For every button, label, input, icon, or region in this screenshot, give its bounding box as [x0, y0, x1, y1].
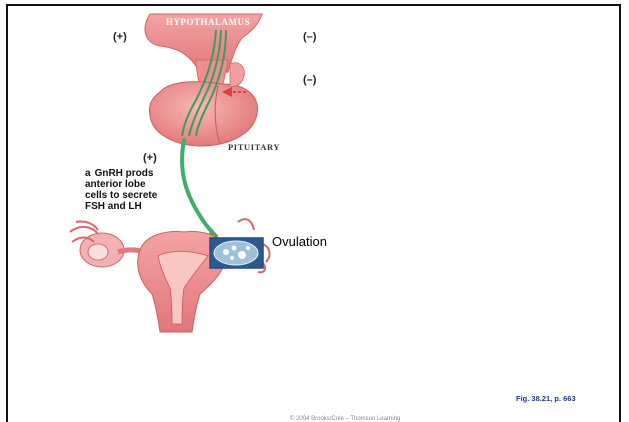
ovulation-label: Ovulation	[272, 234, 327, 249]
figure-reference: Fig. 38.21, p. 663	[516, 394, 576, 403]
caption-line-3: cells to secrete	[85, 190, 157, 201]
reproductive-organs	[70, 219, 269, 332]
right-ovary	[214, 241, 258, 265]
caption-line-1: GnRH prods	[95, 168, 154, 179]
copyright-text: © 2004 Brooks/Cole – Thomson Learning	[290, 416, 400, 422]
pituitary-label: PITUITARY	[228, 142, 280, 152]
stimulate-sign-top: (+)	[113, 31, 127, 43]
step-letter: a	[85, 168, 91, 179]
inhibit-sign-mid: (–)	[303, 74, 316, 86]
hypothalamus-label: HYPOTHALAMUS	[166, 17, 250, 27]
caption-line-2: anterior lobe	[85, 179, 146, 190]
inhibit-sign-top: (–)	[303, 31, 316, 43]
stimulate-sign-mid: (+)	[143, 152, 157, 164]
gnrh-caption: a GnRH prods anterior lobe cells to secre…	[85, 168, 195, 212]
caption-line-4: FSH and LH	[85, 201, 142, 212]
